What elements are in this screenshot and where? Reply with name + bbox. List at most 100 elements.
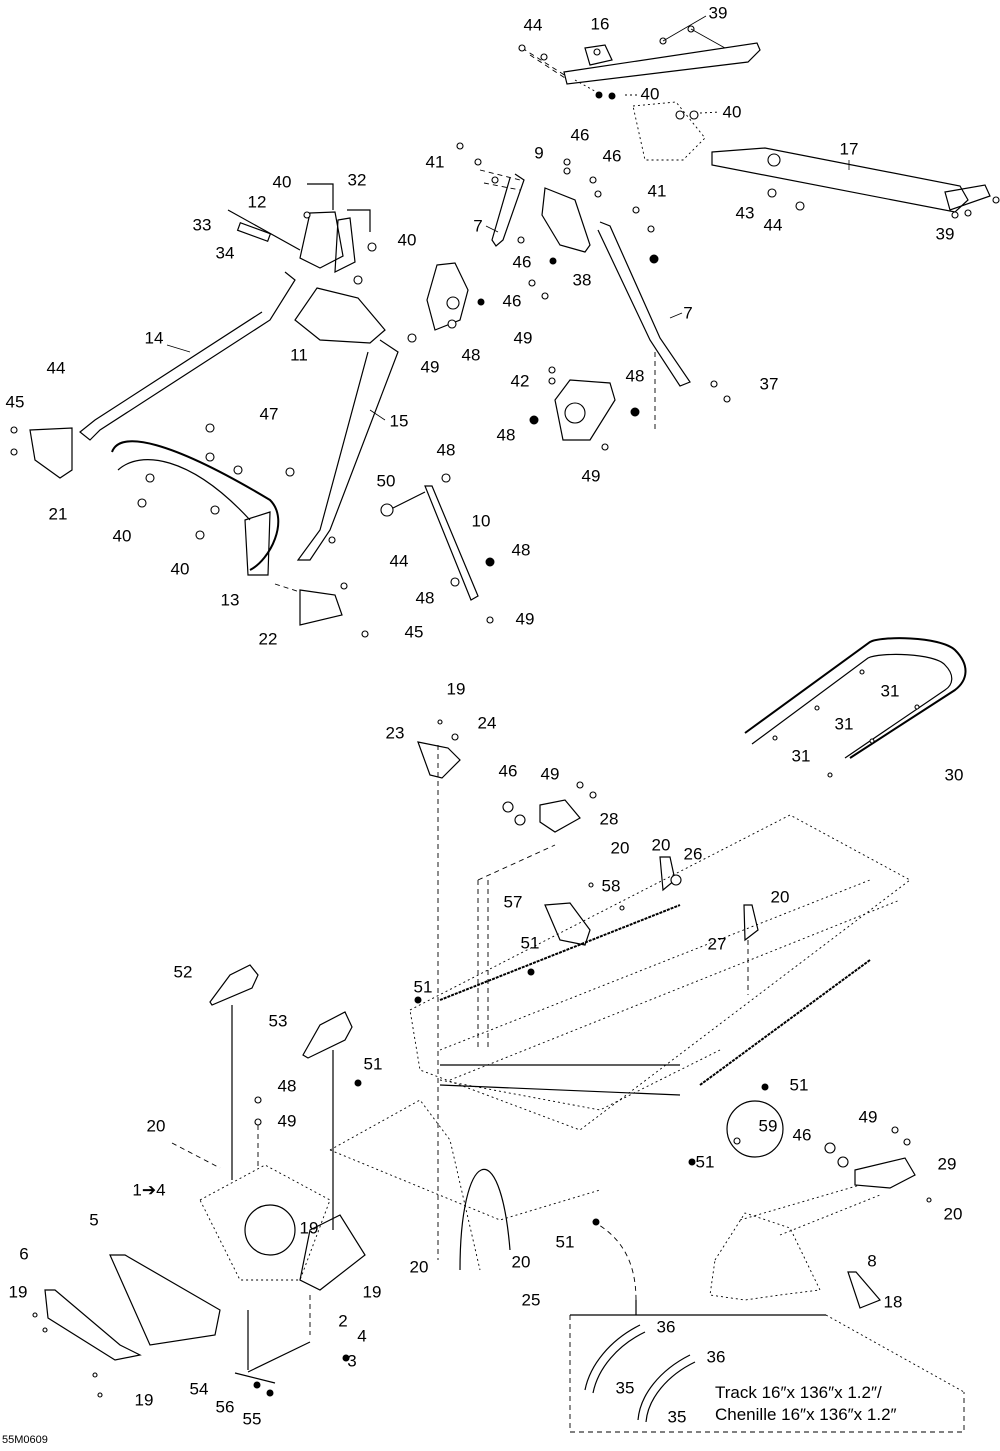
callout-c-55: 55 bbox=[242, 1409, 262, 1429]
track-spec-fr: Chenille 16″x 136″x 1.2″ bbox=[715, 1405, 897, 1424]
callout-c-31-c: 31 bbox=[791, 746, 811, 766]
callout-c-41-a: 41 bbox=[425, 152, 445, 172]
callout-c-51-e: 51 bbox=[695, 1152, 715, 1172]
callout-c-6: 6 bbox=[19, 1244, 29, 1264]
callout-c-31-a: 31 bbox=[880, 681, 900, 701]
callout-c-9: 9 bbox=[534, 143, 544, 163]
callout-c-39-top: 39 bbox=[708, 3, 728, 23]
part-40-dashed-bracket bbox=[625, 94, 721, 161]
callout-c-35-a: 35 bbox=[615, 1378, 635, 1398]
callout-c-49-d: 49 bbox=[515, 609, 535, 629]
callout-c-49-g: 49 bbox=[858, 1107, 878, 1127]
callout-c-50: 50 bbox=[376, 471, 396, 491]
callout-c-40-e: 40 bbox=[112, 526, 132, 546]
part-27-bracket bbox=[743, 904, 759, 995]
callout-c-46-c: 46 bbox=[512, 252, 532, 272]
callout-c-28: 28 bbox=[599, 809, 619, 829]
callout-c-46-b: 46 bbox=[602, 146, 622, 166]
callout-c-19-a: 19 bbox=[446, 679, 466, 699]
callout-c-52: 52 bbox=[173, 962, 193, 982]
callout-c-58: 58 bbox=[601, 876, 621, 896]
callout-c-49-e: 49 bbox=[540, 764, 560, 784]
callout-c-40-b: 40 bbox=[722, 102, 742, 122]
callout-c-27: 27 bbox=[707, 934, 727, 954]
callout-c-1-4: 1➔4 bbox=[132, 1180, 166, 1200]
callout-c-48-g: 48 bbox=[277, 1076, 297, 1096]
callout-c-51-a: 51 bbox=[520, 933, 540, 953]
callout-c-59: 59 bbox=[758, 1116, 778, 1136]
callout-c-49-a: 49 bbox=[420, 357, 440, 377]
callout-c-16: 16 bbox=[590, 14, 610, 34]
callout-c-21: 21 bbox=[48, 504, 68, 524]
callout-c-45-b: 45 bbox=[404, 622, 424, 642]
callout-c-33: 33 bbox=[192, 215, 212, 235]
part-14-rail bbox=[79, 271, 296, 441]
callout-c-29: 29 bbox=[937, 1154, 957, 1174]
callout-c-25: 25 bbox=[521, 1290, 541, 1310]
callout-c-19-c: 19 bbox=[362, 1282, 382, 1302]
callout-c-44-d: 44 bbox=[389, 551, 409, 571]
callout-c-41-b: 41 bbox=[647, 181, 667, 201]
part-8-bracket bbox=[847, 1271, 882, 1309]
callout-c-38: 38 bbox=[572, 270, 592, 290]
callout-c-36-a: 36 bbox=[656, 1317, 676, 1337]
callout-c-8: 8 bbox=[867, 1251, 877, 1271]
callout-c-20-e: 20 bbox=[943, 1204, 963, 1224]
part-28-bracket bbox=[477, 781, 597, 1050]
callout-c-36-b: 36 bbox=[706, 1347, 726, 1367]
callout-c-46-d: 46 bbox=[502, 291, 522, 311]
part-23-bracket bbox=[417, 719, 461, 1260]
callout-c-51-c: 51 bbox=[363, 1054, 383, 1074]
callout-c-49-c: 49 bbox=[581, 466, 601, 486]
callout-c-32: 32 bbox=[347, 170, 367, 190]
part-shock-front bbox=[407, 262, 485, 343]
callout-c-22: 22 bbox=[258, 629, 278, 649]
part-shock-rear bbox=[529, 352, 656, 451]
part-16-rail bbox=[518, 15, 761, 100]
callout-c-20-f: 20 bbox=[511, 1252, 531, 1272]
part-7-arms bbox=[456, 142, 731, 403]
part-22-bracket bbox=[274, 536, 369, 638]
callout-c-45-a: 45 bbox=[5, 392, 25, 412]
document-id: 55M0609 bbox=[2, 1434, 48, 1446]
callout-c-48-b: 48 bbox=[625, 366, 645, 386]
callout-c-40-f: 40 bbox=[170, 559, 190, 579]
callout-c-18: 18 bbox=[883, 1292, 903, 1312]
detail-59-circle bbox=[726, 1100, 784, 1158]
callout-c-20-b: 20 bbox=[651, 835, 671, 855]
callout-c-30: 30 bbox=[944, 765, 964, 785]
part-15-rail bbox=[296, 339, 399, 561]
callout-c-49-b: 49 bbox=[513, 328, 533, 348]
callout-c-20-a: 20 bbox=[610, 838, 630, 858]
rear-axle-housing bbox=[709, 1184, 881, 1301]
callout-c-13: 13 bbox=[220, 590, 240, 610]
callout-c-20-g: 20 bbox=[409, 1257, 429, 1277]
callout-c-49-f: 49 bbox=[277, 1111, 297, 1131]
callout-c-7-b: 7 bbox=[683, 303, 693, 323]
callout-c-15: 15 bbox=[389, 411, 409, 431]
callout-c-2: 2 bbox=[338, 1311, 348, 1331]
chassis-tunnel bbox=[329, 814, 911, 1271]
part-29-bracket bbox=[824, 1126, 932, 1203]
part-5-arm bbox=[109, 1254, 221, 1346]
callout-c-48-a: 48 bbox=[461, 345, 481, 365]
callout-c-43: 43 bbox=[735, 203, 755, 223]
callout-c-7-a: 7 bbox=[473, 216, 483, 236]
callout-c-54: 54 bbox=[189, 1379, 209, 1399]
callout-c-40-d: 40 bbox=[397, 230, 417, 250]
part-13-frame bbox=[111, 423, 295, 576]
front-suspension-assembly bbox=[171, 1096, 366, 1370]
callout-c-4: 4 bbox=[357, 1326, 367, 1346]
callout-c-48-f: 48 bbox=[415, 588, 435, 608]
callout-c-10: 10 bbox=[471, 511, 491, 531]
part-11-plate bbox=[294, 287, 386, 344]
callout-c-51-f: 51 bbox=[555, 1232, 575, 1252]
part-10-link bbox=[380, 473, 495, 624]
callout-c-40-c: 40 bbox=[272, 172, 292, 192]
callout-c-44-c: 44 bbox=[46, 358, 66, 378]
callout-c-48-e: 48 bbox=[511, 540, 531, 560]
callout-c-46-f: 46 bbox=[792, 1125, 812, 1145]
part-52-cap bbox=[209, 964, 259, 1180]
callout-c-35-b: 35 bbox=[667, 1407, 687, 1427]
